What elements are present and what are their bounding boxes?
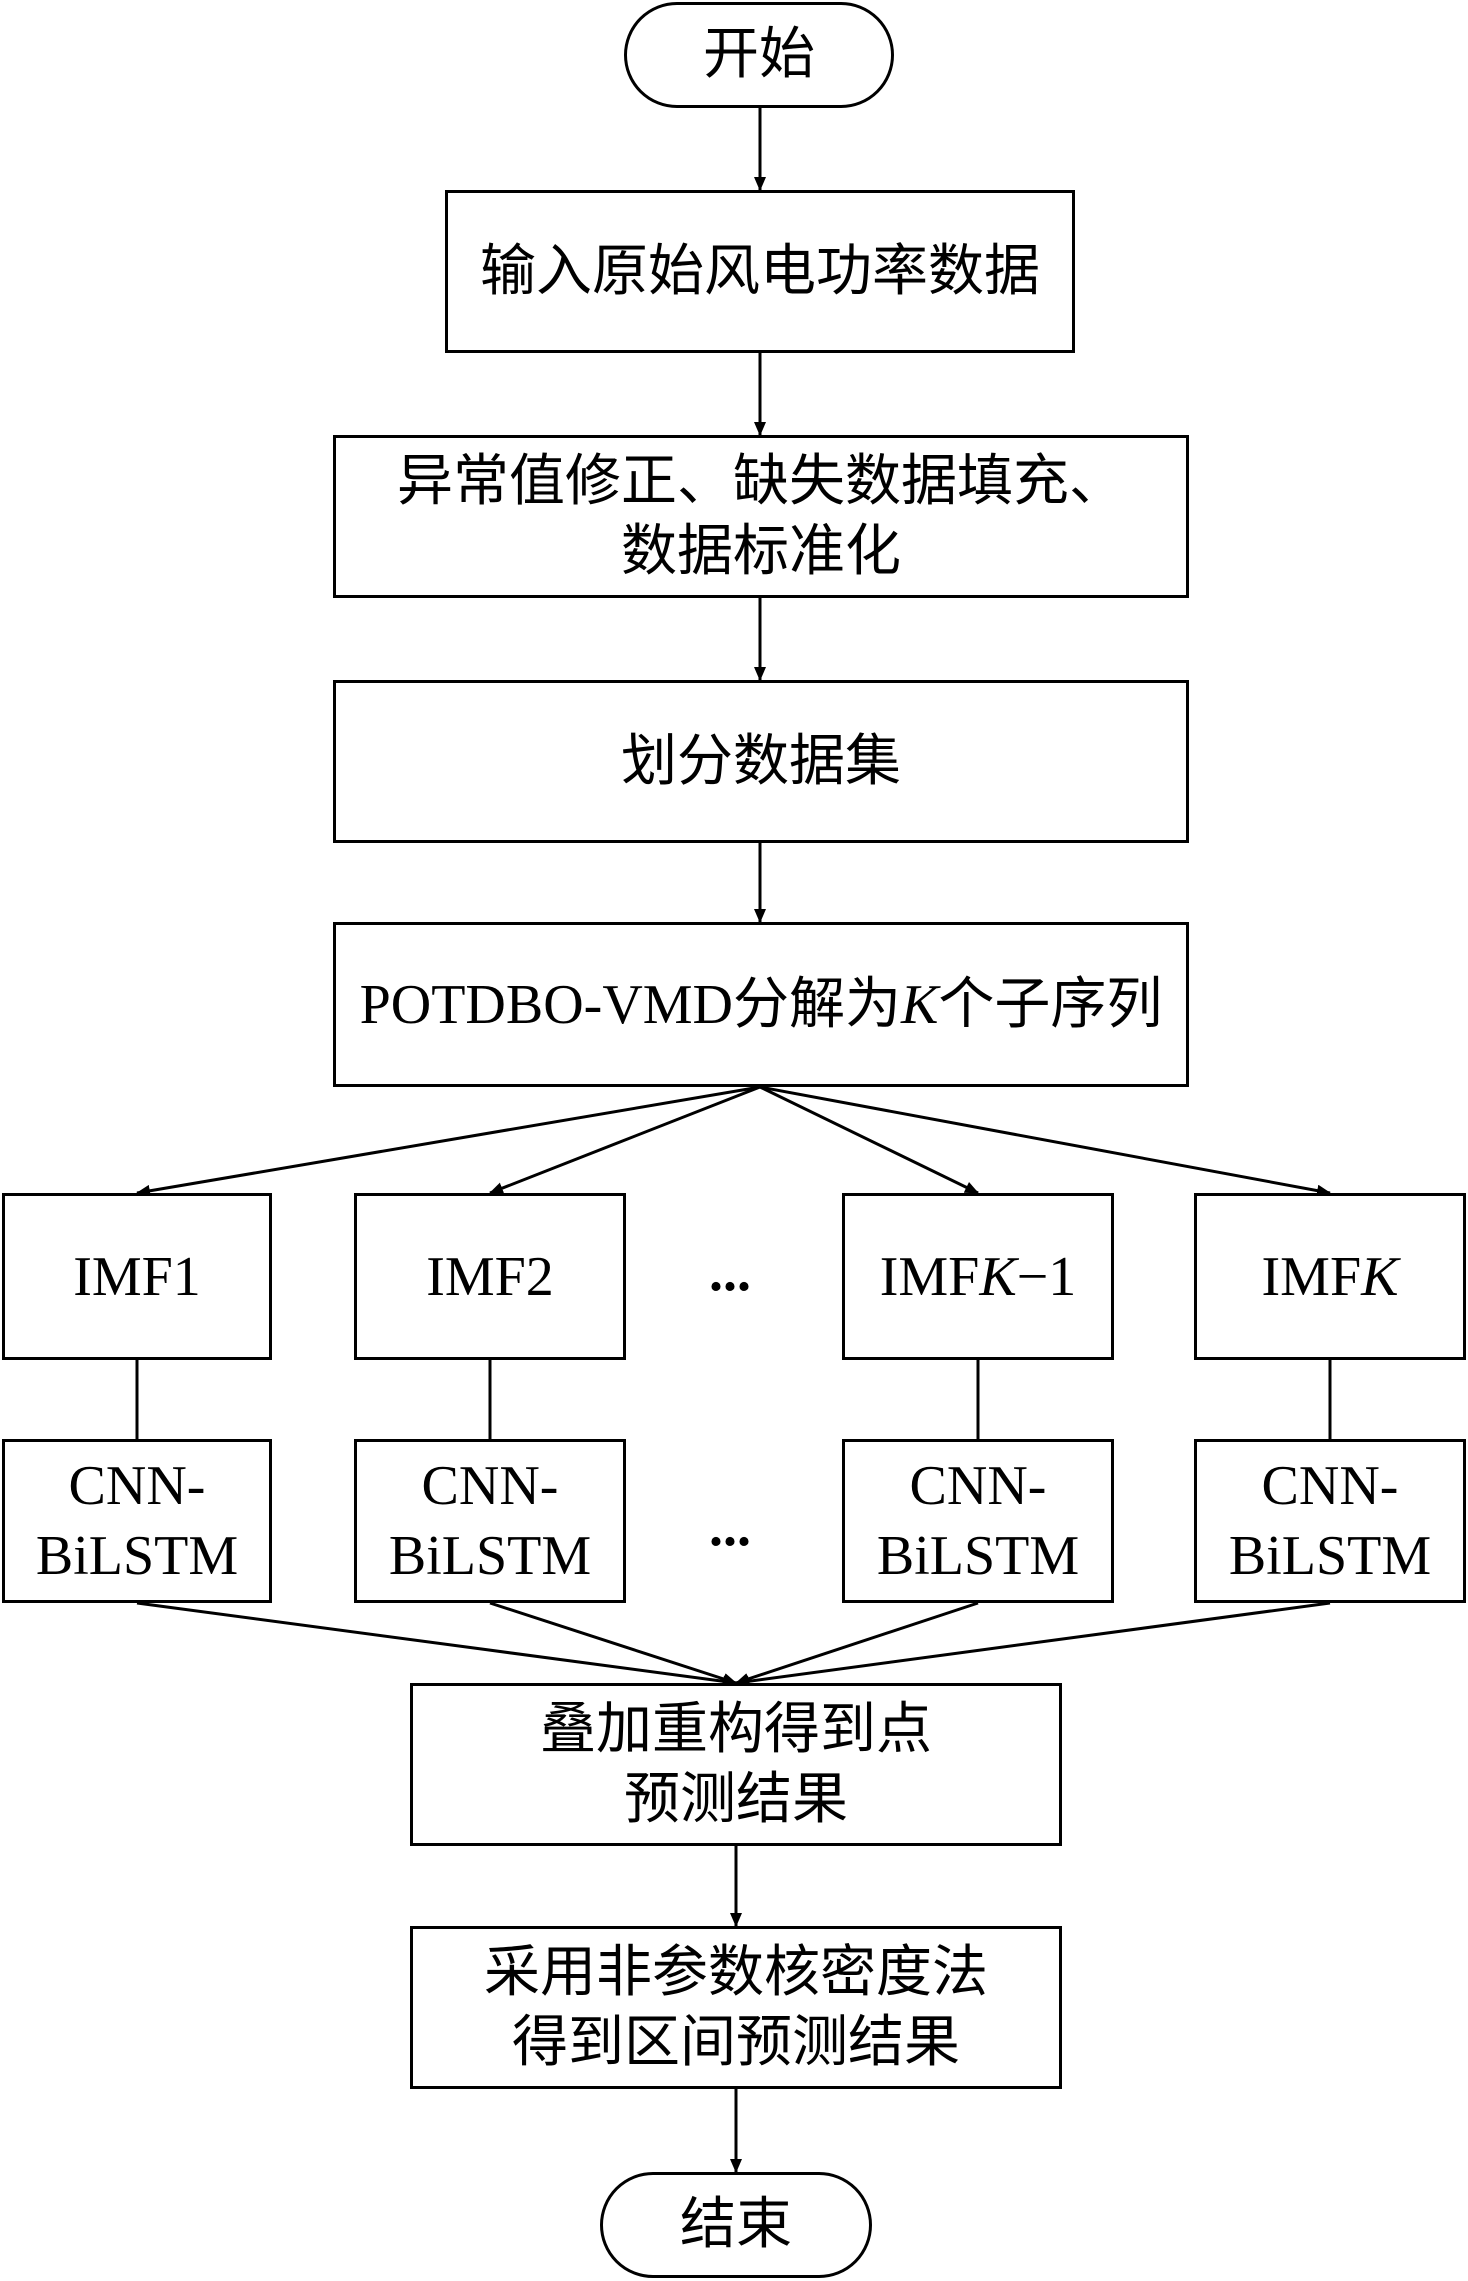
preprocess-step: 异常值修正、缺失数据填充、 数据标准化 bbox=[333, 435, 1189, 598]
model-label-2-line1: CNN- bbox=[421, 1455, 559, 1517]
model-label-1-line1: CNN- bbox=[68, 1455, 206, 1517]
imf-label-1: IMF1 bbox=[73, 1245, 201, 1308]
model-label-1-line2: BiLSTM bbox=[35, 1525, 239, 1587]
model-label-2-line2: BiLSTM bbox=[388, 1525, 592, 1587]
model-box-1: CNN- BiLSTM bbox=[2, 1439, 272, 1603]
arrow-modelk-to-reconstruct bbox=[735, 1601, 1331, 1688]
preprocess-label-line2: 数据标准化 bbox=[621, 520, 901, 583]
start-label: 开始 bbox=[703, 24, 815, 86]
imf-box-2: IMF2 bbox=[354, 1193, 626, 1360]
end-label: 结束 bbox=[680, 2194, 792, 2256]
kde-interval-step: 采用非参数核密度法 得到区间预测结果 bbox=[410, 1926, 1062, 2089]
imf-box-k: IMFK bbox=[1194, 1193, 1466, 1360]
arrow-decompose-to-imf1 bbox=[136, 1085, 761, 1197]
arrow-model1-to-reconstruct bbox=[136, 1601, 737, 1688]
reconstruct-step: 叠加重构得到点 预测结果 bbox=[410, 1683, 1062, 1846]
model-box-2: CNN- BiLSTM bbox=[354, 1439, 626, 1603]
split-dataset-step: 划分数据集 bbox=[333, 680, 1189, 843]
imf-label-2: IMF2 bbox=[426, 1245, 554, 1308]
model-label-k-line2: BiLSTM bbox=[1228, 1525, 1432, 1587]
model-label-k-1-line1: CNN- bbox=[909, 1455, 1047, 1517]
kde-label-line2: 得到区间预测结果 bbox=[512, 2011, 960, 2074]
model-ellipsis: ... bbox=[709, 1496, 751, 1558]
model-label-k-1-line2: BiLSTM bbox=[876, 1525, 1080, 1587]
end-terminal: 结束 bbox=[600, 2172, 872, 2278]
input-data-label: 输入原始风电功率数据 bbox=[480, 240, 1040, 303]
start-terminal: 开始 bbox=[624, 2, 894, 108]
decompose-step: POTDBO-VMD分解为K个子序列 bbox=[333, 922, 1189, 1087]
kde-label-line1: 采用非参数核密度法 bbox=[484, 1941, 988, 2004]
decompose-label: POTDBO-VMD分解为K个子序列 bbox=[359, 973, 1163, 1036]
model-box-k: CNN- BiLSTM bbox=[1194, 1439, 1466, 1603]
arrow-decompose-to-imfk bbox=[759, 1085, 1331, 1197]
imf-label-k-1: IMFK−1 bbox=[879, 1245, 1077, 1308]
arrow-decompose-to-imf2 bbox=[489, 1085, 761, 1195]
arrow-model2-to-reconstruct bbox=[489, 1601, 737, 1685]
reconstruct-label-line2: 预测结果 bbox=[624, 1768, 848, 1831]
preprocess-label-line1: 异常值修正、缺失数据填充、 bbox=[397, 450, 1125, 513]
imf-label-k: IMFK bbox=[1261, 1245, 1399, 1308]
model-box-k-1: CNN- BiLSTM bbox=[842, 1439, 1114, 1603]
input-data-step: 输入原始风电功率数据 bbox=[445, 190, 1075, 353]
imf-box-k-1: IMFK−1 bbox=[842, 1193, 1114, 1360]
split-dataset-label: 划分数据集 bbox=[621, 730, 901, 793]
arrow-decompose-to-imfk-1 bbox=[759, 1085, 979, 1195]
model-label-k-line1: CNN- bbox=[1261, 1455, 1399, 1517]
imf-ellipsis: ... bbox=[709, 1241, 751, 1303]
imf-box-1: IMF1 bbox=[2, 1193, 272, 1360]
arrow-modelk-1-to-reconstruct bbox=[735, 1601, 979, 1685]
reconstruct-label-line1: 叠加重构得到点 bbox=[540, 1698, 932, 1761]
